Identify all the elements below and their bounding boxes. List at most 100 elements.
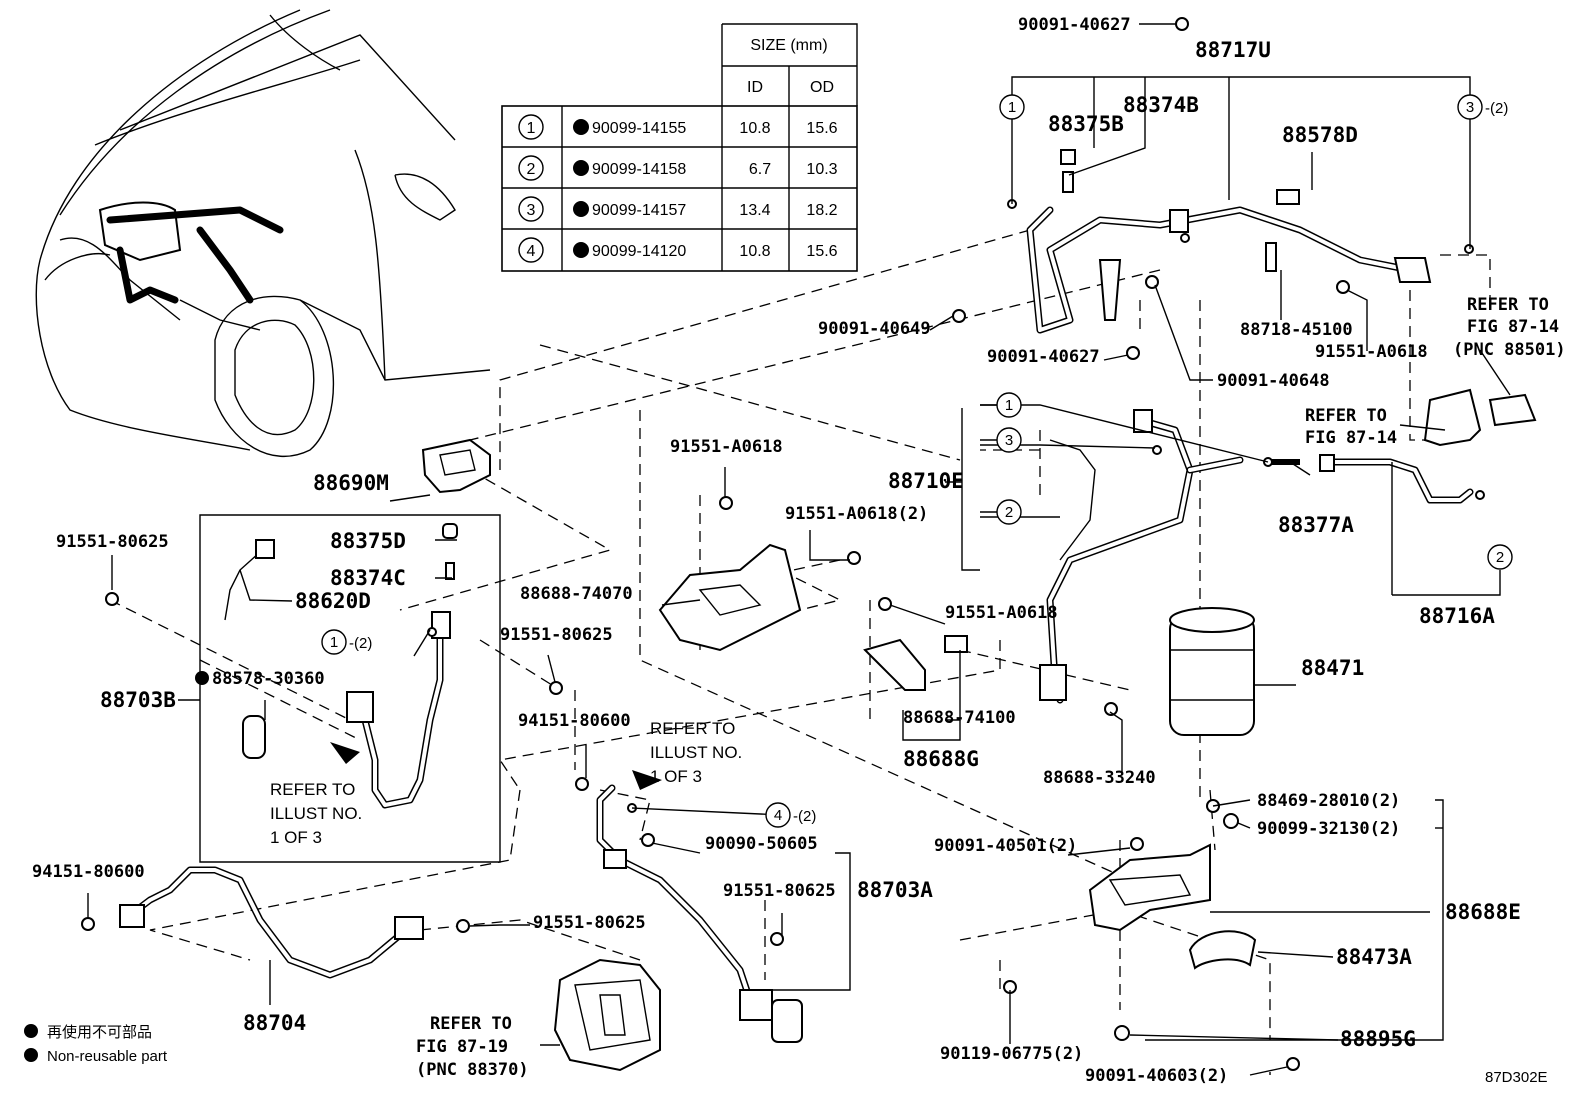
part-label: 90099-32130(2) [1257, 819, 1400, 839]
refer-line: 1 OF 3 [270, 828, 322, 847]
refer-line: FIG 87-14 [1305, 428, 1397, 448]
refer-arrow-icon [632, 770, 662, 790]
ring-label: 1 [1005, 397, 1013, 414]
part-88578-30360 [242, 715, 266, 759]
part-label: 91551-80625 [533, 913, 646, 933]
part-label: 94151-80600 [32, 862, 145, 882]
nut-icon [1223, 813, 1239, 829]
part-label: 88718-45100 [1240, 320, 1353, 340]
refer-line: (PNC 88370) [416, 1060, 529, 1080]
part-label: 90091-40627 [1018, 15, 1131, 35]
part-label: 88578-30360 [212, 669, 325, 689]
table-ref: 4 [527, 243, 536, 260]
ring-qty: -(2) [1485, 100, 1508, 117]
label-88578D-shape [1276, 189, 1300, 205]
ring-qty: -(2) [349, 635, 372, 652]
part-label: 88704 [243, 1011, 306, 1035]
part-label: 90119-06775(2) [940, 1044, 1083, 1064]
part-label: 88620D [295, 589, 371, 613]
part-label: 88473A [1336, 945, 1412, 969]
refer-line: REFER TO [430, 1014, 512, 1034]
bolt-icon [105, 592, 119, 606]
ring-label: 2 [1005, 504, 1013, 521]
refer-line: FIG 87-14 [1467, 317, 1559, 337]
bolt-icon [719, 496, 733, 510]
table-ref: 1 [527, 120, 536, 137]
part-label: 88688E [1445, 900, 1521, 924]
table-row: 3 90099-14157 13.4 18.2 [518, 196, 838, 222]
part-label: 90091-40501(2) [934, 836, 1077, 856]
valve-core-88374B [1062, 171, 1074, 193]
ring-label: 3 [1466, 99, 1474, 116]
hose-88704 [119, 866, 424, 979]
non-reusable-dot-icon [24, 1048, 38, 1062]
part-label: 91551-80625 [723, 881, 836, 901]
part-label: 88717U [1195, 38, 1271, 62]
table-id-value: 10.8 [739, 120, 770, 137]
pipe-88717U [1026, 206, 1432, 334]
bolt-icon [1130, 837, 1144, 851]
table-ref: 2 [527, 161, 536, 178]
bolt-icon [847, 551, 861, 565]
part-label: 91551-A0618 [670, 437, 783, 457]
part-label: 88688G [903, 747, 979, 771]
table-part-number: 90099-14155 [592, 120, 686, 137]
assembly-dashed-lines [109, 229, 1491, 1040]
part-label: 88688-33240 [1043, 768, 1156, 788]
refer-line: 1 OF 3 [650, 767, 702, 786]
receiver-88471 [1169, 607, 1255, 736]
pipe-88716A [1319, 454, 1474, 504]
part-label: 88895G [1340, 1027, 1416, 1051]
part-label: 88703A [857, 878, 933, 902]
table-id-value: 10.8 [739, 243, 770, 260]
refer-line: ILLUST NO. [270, 804, 362, 823]
table-size-header: SIZE (mm) [750, 37, 827, 54]
refer-notes: REFER TO FIG 87-14 (PNC 88501) REFER TO … [270, 295, 1566, 1080]
non-reusable-dot-icon [573, 119, 589, 135]
part-label: 88374B [1123, 93, 1199, 117]
vehicle-outline [35, 9, 491, 457]
bolt-icon [549, 681, 563, 695]
part-label: 90091-40648 [1217, 371, 1330, 391]
part-label: 90091-40603(2) [1085, 1066, 1228, 1086]
non-reusable-dot-icon [573, 242, 589, 258]
part-label: 94151-80600 [518, 711, 631, 731]
bolt-icon [952, 309, 966, 323]
non-reusable-dot-icon [195, 671, 209, 685]
valve-88718-45100 [1265, 242, 1277, 272]
part-label: 88375B [1048, 112, 1124, 136]
table-id-value: 13.4 [739, 202, 770, 219]
table-ref: 3 [527, 202, 536, 219]
refer-line: FIG 87-19 [416, 1037, 508, 1057]
core-88374C [445, 562, 455, 580]
part-label: 88688-74070 [520, 584, 633, 604]
table-row: 2 90099-14158 6.7 10.3 [518, 155, 838, 181]
non-reusable-dot-icon [573, 201, 589, 217]
part-label: 88377A [1278, 513, 1354, 537]
part-label: 88716A [1419, 604, 1495, 628]
bolt-icon [575, 777, 589, 791]
table-part-number: 90099-14158 [592, 161, 686, 178]
bracket-88690M [421, 438, 491, 494]
refer-line: REFER TO [650, 719, 735, 738]
bolt-icon [456, 919, 470, 933]
legend-jp: 再使用不可部品 [47, 1024, 152, 1041]
bolt-icon [81, 917, 95, 931]
bolt-icon [1145, 275, 1159, 289]
table-part-number: 90099-14157 [592, 202, 686, 219]
compressor [553, 958, 661, 1072]
size-table: SIZE (mm) ID OD 1 90099-14155 10.8 15.6 … [501, 23, 858, 272]
table-part-number: 90099-14120 [592, 243, 686, 260]
part-label: 90091-40627 [987, 347, 1100, 367]
bolt-icon [641, 833, 655, 847]
part-label: 88471 [1301, 656, 1364, 680]
part-label: 88469-28010(2) [1257, 791, 1400, 811]
ring-qty: -(2) [793, 808, 816, 825]
cap-88375D [442, 523, 458, 539]
part-label: 91551-A0618(2) [785, 504, 928, 524]
bolt-icon [1286, 1057, 1300, 1071]
refer-line: REFER TO [1467, 295, 1549, 315]
refer-line: REFER TO [270, 780, 355, 799]
